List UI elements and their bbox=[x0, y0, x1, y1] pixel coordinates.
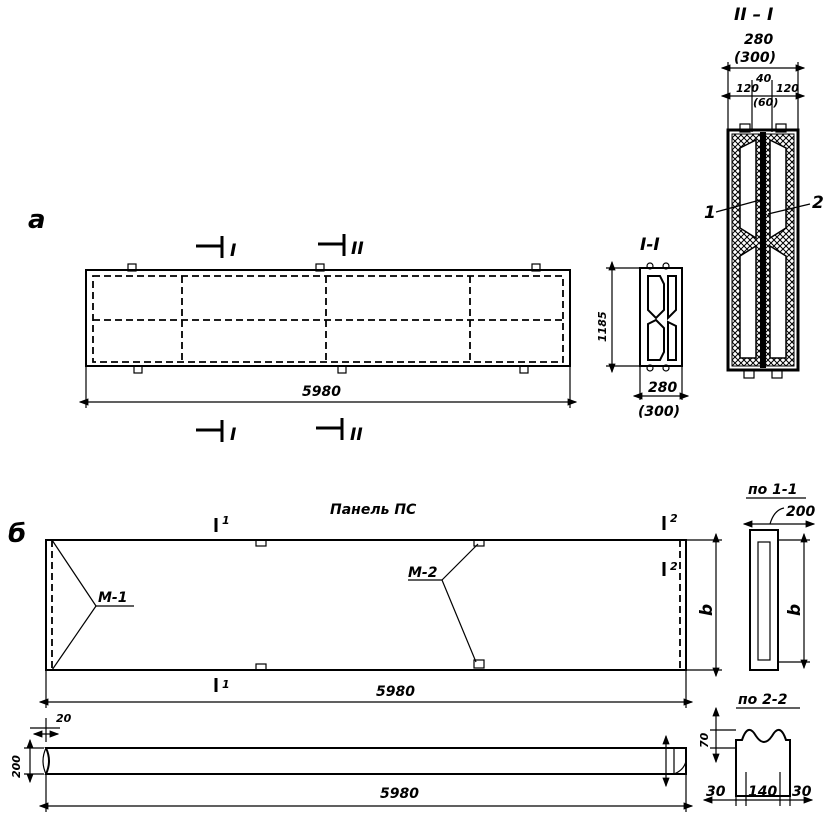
callout-1-label: 1 bbox=[704, 203, 716, 223]
mark-1-bottom: 1 bbox=[222, 678, 230, 691]
section-1-height-label: 1185 bbox=[596, 311, 609, 342]
panel-b-height-label: b bbox=[697, 604, 717, 616]
panel-b-length-label: 5980 bbox=[376, 684, 415, 700]
panel-a-elevation bbox=[85, 263, 571, 374]
section-b2-drawing: 70 30 140 30 bbox=[698, 706, 814, 806]
section-2-width-label: 280 bbox=[744, 32, 773, 48]
dim-a-length: 5980 bbox=[78, 366, 578, 408]
mark-2-top: 2 bbox=[670, 512, 678, 525]
callout-2-label: 2 bbox=[812, 193, 824, 213]
section-mark-bottom-1-label: I bbox=[230, 425, 236, 445]
section-b1-drawing: 200 b bbox=[742, 497, 815, 671]
mark-2-right: 2 bbox=[670, 560, 678, 573]
section-mark-top-2: II bbox=[318, 234, 364, 259]
section-b1-title: по 1-1 bbox=[748, 482, 797, 498]
label-m1: М-1 bbox=[98, 590, 127, 606]
side-length-label: 5980 bbox=[380, 786, 419, 802]
section-2-title: II – I bbox=[734, 5, 773, 25]
section-b2-part-right: 30 bbox=[792, 784, 812, 800]
section-2-part-mid: 40 bbox=[755, 72, 772, 85]
section-1-title: I-I bbox=[640, 235, 660, 255]
panel-b-side-view: 20 200 5980 bbox=[10, 712, 694, 812]
part-b-letter: б bbox=[8, 519, 26, 549]
section-mark-top-1-label: I bbox=[230, 241, 236, 261]
part-a-letter: а bbox=[28, 205, 46, 235]
section-b1-height-label: b bbox=[785, 604, 805, 616]
side-offset-label: 20 bbox=[56, 712, 72, 725]
section-2-drawing: 280 (300) 120 40 120 (60) 1 2 bbox=[704, 32, 824, 379]
section-2-part-alt: (60) bbox=[753, 96, 778, 109]
section-1-drawing: 1185 280 (300) bbox=[596, 260, 690, 420]
label-m2: М-2 bbox=[408, 565, 437, 581]
section-b2-title: по 2-2 bbox=[738, 692, 787, 708]
panel-b-elevation: М-1 М-2 1 1 2 2 b 5980 bbox=[38, 512, 722, 708]
section-b1-dim-label: 200 bbox=[786, 504, 815, 520]
section-mark-top-2-label: II bbox=[351, 239, 364, 259]
section-b2-depth-label: 70 bbox=[698, 732, 711, 748]
mark-1-top: 1 bbox=[222, 514, 230, 527]
section-2-part-right: 120 bbox=[776, 82, 799, 95]
part-b-title: Панель ПС bbox=[330, 502, 417, 518]
section-mark-bottom-1: I bbox=[196, 420, 236, 445]
section-1-width-label: 280 bbox=[648, 380, 677, 396]
section-2-width-alt-label: (300) bbox=[734, 50, 776, 66]
section-1-width-alt-label: (300) bbox=[638, 404, 680, 420]
section-b2-part-mid: 140 bbox=[748, 784, 777, 800]
section-mark-bottom-2: II bbox=[316, 418, 363, 445]
section-mark-bottom-2-label: II bbox=[350, 425, 363, 445]
dim-a-length-label: 5980 bbox=[302, 384, 341, 400]
section-mark-top-1: I bbox=[196, 236, 236, 261]
side-thickness-label: 200 bbox=[10, 755, 23, 778]
section-b2-part-left: 30 bbox=[706, 784, 726, 800]
section-2-part-left: 120 bbox=[736, 82, 759, 95]
